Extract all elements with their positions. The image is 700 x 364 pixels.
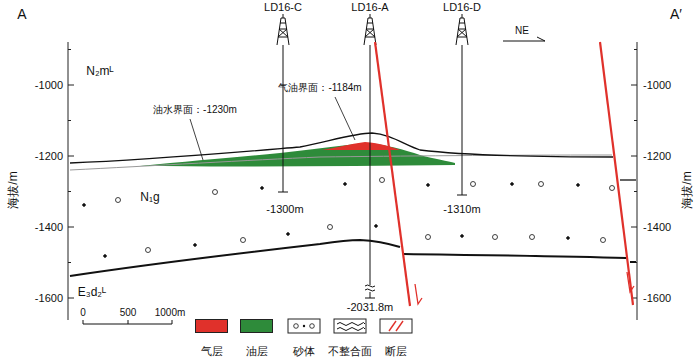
formation-name: N₂mᴸ bbox=[86, 65, 114, 79]
depth-label: -1310m bbox=[443, 203, 480, 216]
legend-sample bbox=[288, 319, 412, 333]
oil-layer bbox=[140, 143, 455, 166]
axis-tick: -1600 bbox=[643, 292, 671, 305]
axis-tick: -1200 bbox=[35, 150, 63, 163]
well-name: LD16-A bbox=[351, 1, 388, 14]
axis-tick: -1000 bbox=[35, 79, 63, 92]
fault bbox=[375, 42, 633, 306]
depth-label: -2031.8m bbox=[347, 301, 393, 314]
formation-top bbox=[70, 155, 612, 170]
formation-top bbox=[620, 179, 636, 180]
direction-arrow bbox=[503, 37, 545, 41]
legend-label: 不整合面 bbox=[328, 345, 372, 358]
axis-tick: -1200 bbox=[643, 150, 671, 163]
legend-label: 油层 bbox=[246, 345, 268, 358]
legend-label: 断层 bbox=[385, 345, 407, 358]
axis-title: 海拔/m bbox=[7, 171, 21, 208]
axis-title: 海拔/m bbox=[681, 171, 695, 208]
scale-label: 1000m bbox=[155, 307, 186, 319]
fault-arrow bbox=[415, 272, 634, 304]
interface-note: 气油界面：-1184m bbox=[278, 82, 361, 94]
scale-bar bbox=[83, 320, 172, 324]
unconformity bbox=[630, 261, 636, 263]
unconformity bbox=[70, 240, 400, 276]
section-end: A′ bbox=[670, 6, 682, 22]
axis-tick: -1400 bbox=[35, 221, 63, 234]
legend-swatch bbox=[240, 319, 273, 333]
legend-label: 气层 bbox=[201, 345, 223, 358]
sand-symbols bbox=[83, 178, 615, 258]
well-name: LD16-C bbox=[264, 1, 302, 14]
axis bbox=[68, 42, 637, 320]
well-name: LD16-D bbox=[443, 1, 481, 14]
well bbox=[278, 45, 467, 298]
interface-note: 油水界面：-1230m bbox=[153, 104, 237, 116]
scale-label: 0 bbox=[80, 307, 86, 319]
legend-label: 砂体 bbox=[293, 345, 315, 358]
axis-tick: -1400 bbox=[643, 221, 671, 234]
direction-label: NE bbox=[515, 25, 529, 37]
legend-swatch bbox=[195, 319, 228, 333]
formation-name: N₁g bbox=[140, 191, 159, 205]
derrick-symbol bbox=[277, 14, 468, 45]
axis-tick: -1600 bbox=[35, 292, 63, 305]
formation-name: E₃d₂ᴸ bbox=[78, 286, 106, 300]
unconformity bbox=[404, 254, 626, 258]
axis-tick: -1000 bbox=[643, 79, 671, 92]
section-end: A bbox=[17, 6, 26, 22]
formation-top bbox=[70, 133, 613, 163]
depth-label: -1300m bbox=[266, 203, 303, 216]
scale-label: 500 bbox=[120, 307, 137, 319]
